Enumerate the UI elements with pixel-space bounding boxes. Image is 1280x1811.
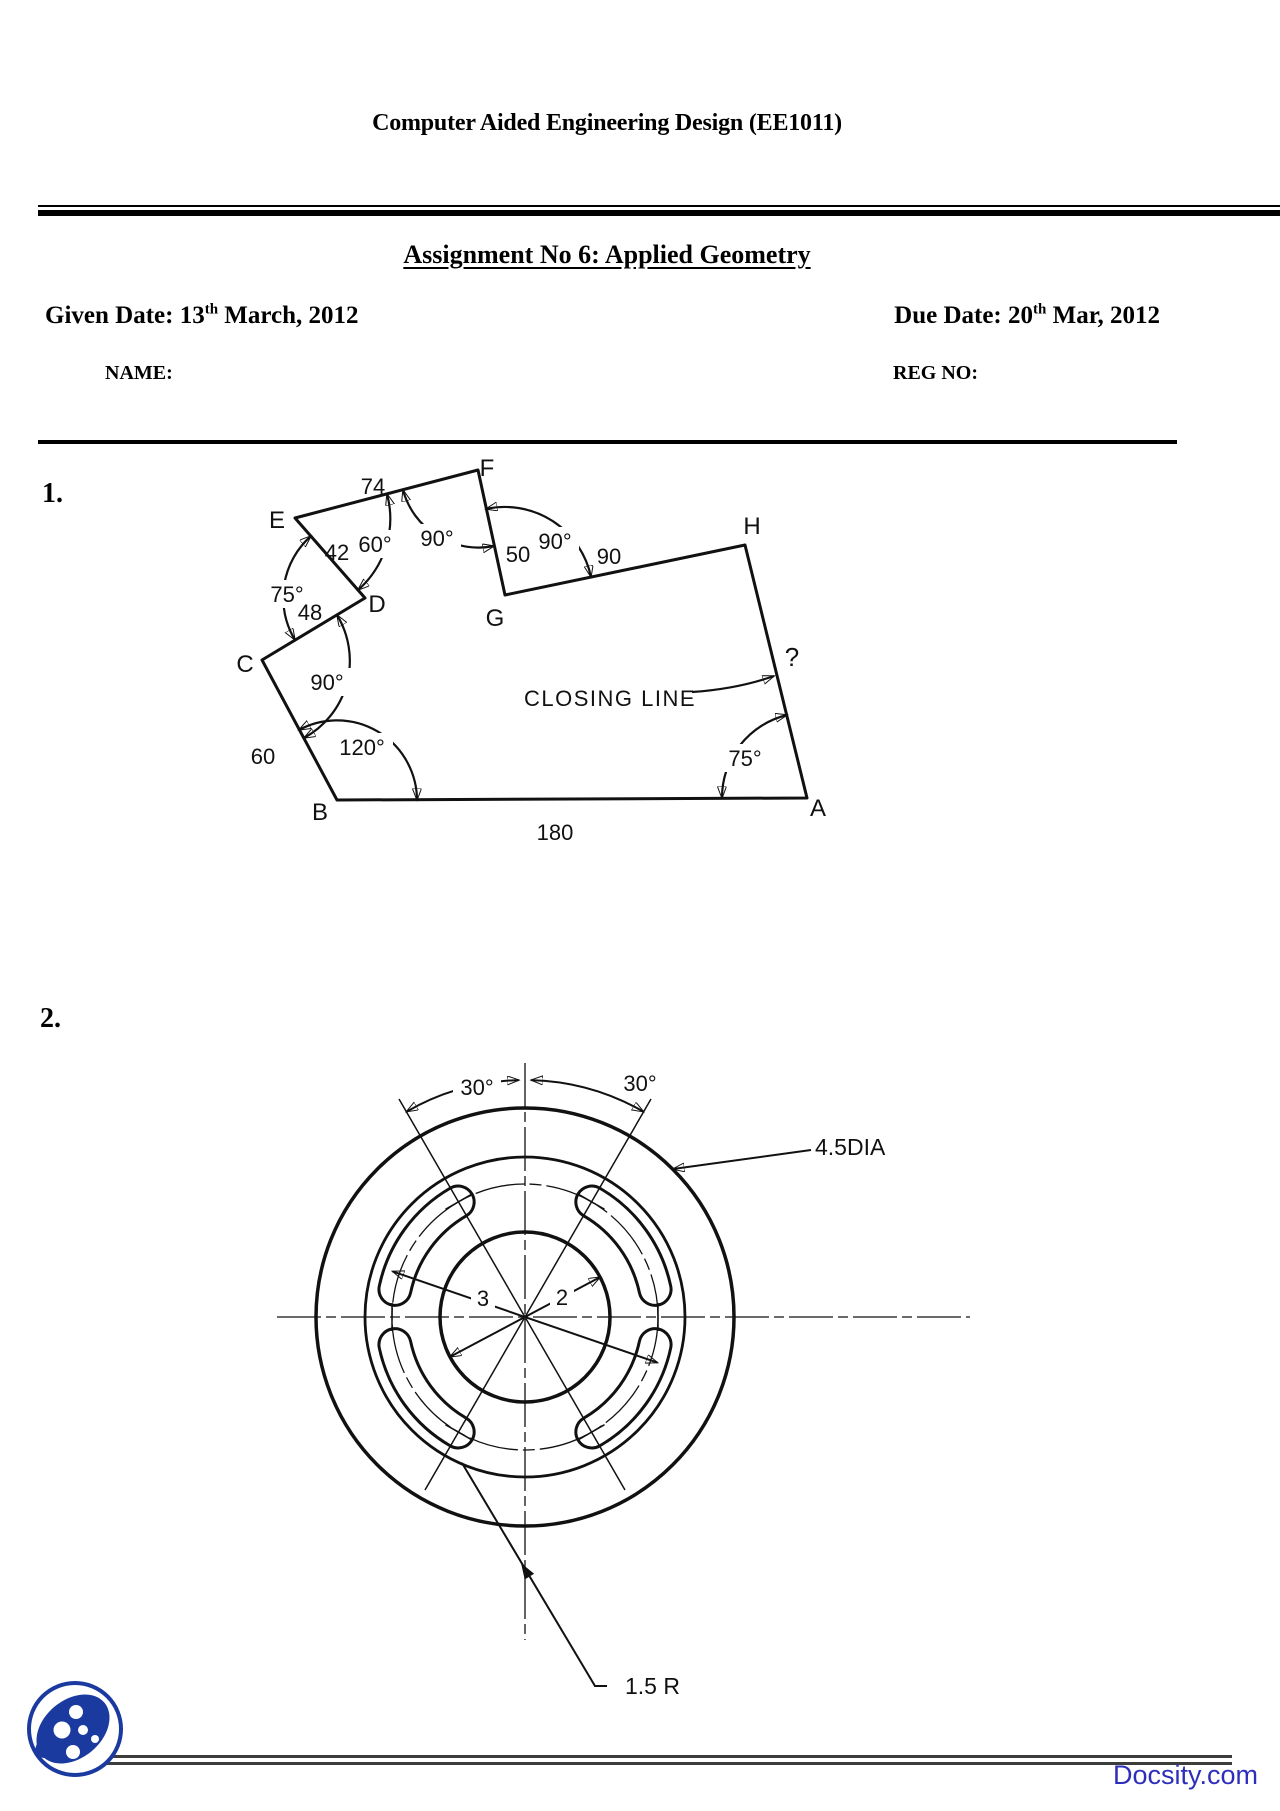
angle-a-label: 75° [728, 746, 761, 771]
logo-holes [53, 1705, 99, 1759]
given-date-ordinal: th [204, 301, 219, 318]
vertex-b-label: B [312, 799, 328, 826]
slot-radius-label: 1.5 R [625, 1673, 680, 1699]
name-field-label: NAME: [105, 362, 173, 384]
vertex-e-label: E [269, 507, 285, 534]
figure2-circular-plate-drawing: 30° 30° 3 2 4.5DIA 1.5 R [277, 1063, 970, 1699]
docsity-logo [27, 1681, 123, 1777]
outer-diameter-leader [673, 1149, 812, 1169]
logo-ocarina-shape [35, 1694, 110, 1764]
length-bc-label: 60 [251, 744, 275, 769]
bore-diameter-line [450, 1277, 600, 1357]
course-title: Computer Aided Engineering Design (EE101… [372, 110, 842, 136]
closing-line-leader [691, 674, 774, 694]
vertex-f-label: F [480, 455, 495, 482]
angle-30-right-label: 30° [623, 1071, 656, 1096]
length-fg-label: 50 [506, 542, 530, 567]
middle-circle [363, 1155, 687, 1479]
due-date-text: Due Date: 20 [894, 302, 1033, 329]
dimension-lines [393, 1080, 812, 1687]
question-1-number: 1. [42, 478, 63, 509]
bolt-circle-diameter-label: 3 [477, 1286, 489, 1311]
mid-horizontal-rule [38, 440, 1177, 444]
given-date-rest: March, 2012 [218, 302, 359, 329]
slot-radius-leader [461, 1462, 607, 1687]
vertex-c-label: C [236, 651, 253, 678]
angle-arc-30-right [531, 1080, 643, 1112]
question-2-number: 2. [40, 1003, 61, 1034]
angle-e-label: 60° [358, 532, 391, 557]
angle-30-left-label: 30° [460, 1075, 493, 1100]
length-ef-label: 74 [361, 474, 385, 499]
given-date-text: Given Date: 13 [45, 302, 205, 329]
top-rule-thin-line [38, 205, 1280, 207]
unknown-angle-label: ? [785, 642, 799, 672]
due-date-ordinal: th [1033, 301, 1047, 318]
length-cd-label: 48 [298, 600, 322, 625]
length-de-label: 42 [325, 540, 349, 565]
length-gh-label: 90 [597, 544, 621, 569]
label-backgrounds [263, 524, 769, 772]
vertex-d-label: D [368, 591, 385, 618]
due-date: Due Date: 20th Mar, 2012 [894, 302, 1160, 330]
angle-arc-g [486, 507, 591, 577]
angle-g-label: 90° [538, 529, 571, 554]
angle-arc-b [299, 719, 417, 800]
angle-c-label: 90° [310, 670, 343, 695]
bore-diameter-label: 2 [556, 1285, 568, 1310]
angle-d-label: 75° [270, 582, 303, 607]
due-date-rest: Mar, 2012 [1046, 302, 1160, 329]
slot-radius-leader-arrowhead [521, 1563, 535, 1580]
given-date: Given Date: 13th March, 2012 [45, 302, 359, 330]
label-backgrounds [453, 1069, 664, 1313]
vertex-h-label: H [743, 513, 760, 540]
top-rule-thick-line [38, 210, 1280, 216]
docsity-brand-link[interactable]: Docsity.com [1112, 1760, 1258, 1790]
closing-line-label: CLOSING LINE [524, 686, 696, 711]
length-ab-label: 180 [537, 820, 574, 845]
outer-diameter-label: 4.5DIA [815, 1134, 886, 1160]
top-double-rule [38, 205, 1280, 217]
assignment-title: Assignment No 6: Applied Geometry [403, 240, 811, 269]
figure1-traverse-drawing: 74 42 60° 90° 50 90° 90 75° 48 90° 60 12… [236, 455, 826, 845]
vertex-a-label: A [810, 795, 826, 822]
reg-no-field-label: REG NO: [893, 362, 978, 384]
angle-f-label: 90° [420, 526, 453, 551]
angle-b-label: 120° [339, 735, 385, 760]
footer-double-rule [86, 1755, 1232, 1765]
vertex-g-label: G [486, 605, 505, 632]
